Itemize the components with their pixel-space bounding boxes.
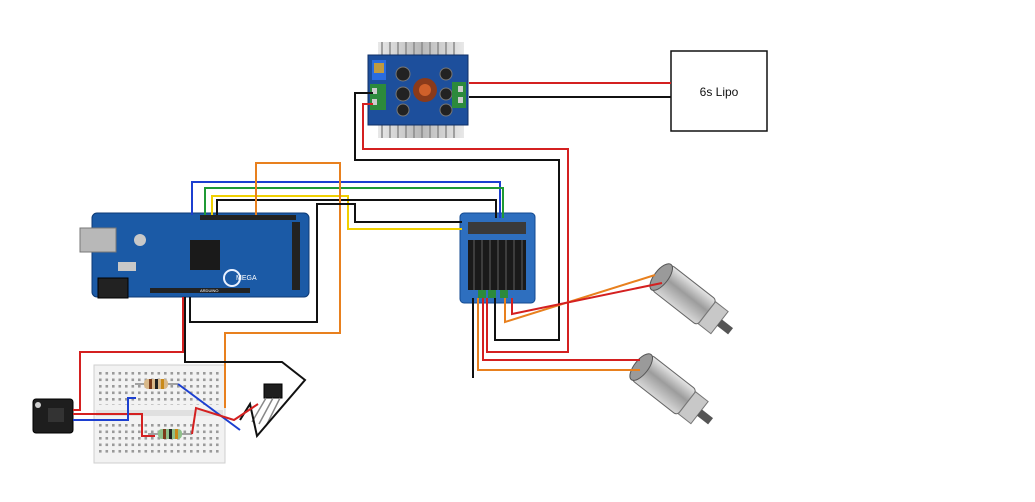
ir-receiver-sensor: [251, 383, 283, 427]
wire-blue-signal: [191, 181, 501, 218]
wire-blue-receiver: [73, 397, 136, 421]
wire-orange-signal: [224, 162, 341, 408]
lipo-battery: 6s Lipo: [670, 50, 768, 132]
motor-driver-board: [459, 212, 536, 304]
arduino-mega-board: MEGA ARDUINO: [79, 212, 310, 299]
wire-motor-bottom-red: [482, 298, 640, 361]
wire-buck-red-to-driver: [362, 103, 569, 353]
wire-black-gnd: [189, 203, 462, 323]
resistor-bottom: [148, 429, 192, 439]
receiver-module: [32, 398, 74, 434]
wire-yellow-signal: [211, 195, 462, 230]
battery-label: 6s Lipo: [700, 85, 739, 99]
wire-green-signal: [204, 187, 504, 218]
arduino-brand-label: ARDUINO: [200, 288, 218, 293]
wire-blue-sensor: [177, 383, 241, 431]
wires: [73, 82, 671, 439]
wire-red-sensor: [191, 403, 259, 435]
wire-motor-top-red: [511, 282, 663, 316]
dc-gear-motor-top: [649, 263, 734, 335]
dc-gear-motor-bottom: [629, 353, 714, 425]
buck-converter-module: [367, 42, 469, 138]
wire-black-arduino-breadboard: [184, 297, 307, 439]
wire-red-receiver-breadboard: [73, 413, 155, 437]
wire-buck-black-to-driver: [354, 92, 560, 341]
wire-motor-bottom-orange: [477, 298, 640, 371]
resistor-top: [135, 379, 178, 389]
wire-motor-top-orange: [504, 274, 656, 324]
wire-red-5v: [73, 297, 184, 411]
wire-black-signal: [216, 199, 497, 218]
arduino-model-label: MEGA: [236, 275, 257, 282]
